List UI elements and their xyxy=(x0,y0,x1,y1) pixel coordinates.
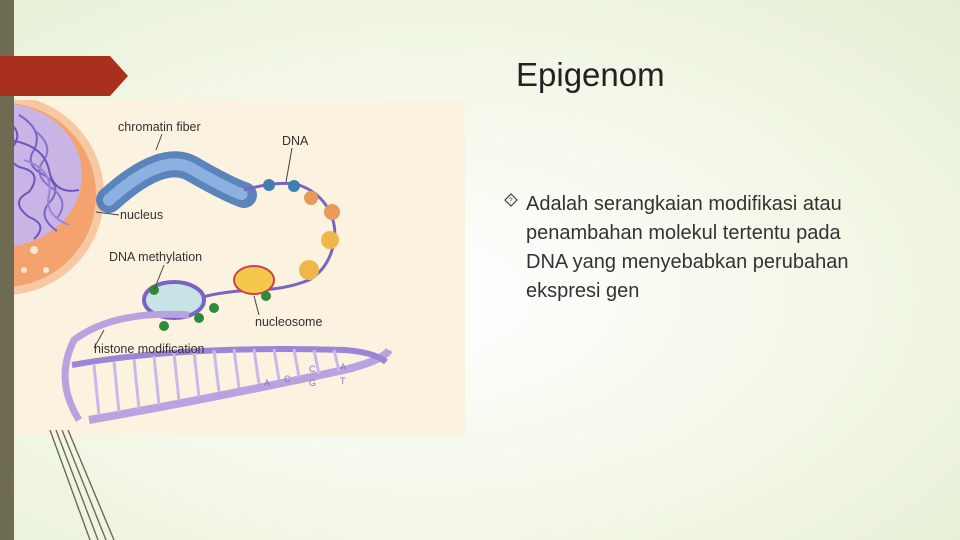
base-letter: C xyxy=(309,364,316,374)
bullet-item: ? Adalah serangkaian modifikasi atau pen… xyxy=(504,190,864,306)
nucleosome-beads xyxy=(142,179,340,331)
title-arrow-shape xyxy=(0,56,128,96)
base-letter: A xyxy=(340,362,346,372)
label-nucleus: nucleus xyxy=(120,208,163,222)
base-letter: A xyxy=(264,378,270,388)
base-letter: T xyxy=(340,376,346,386)
base-letter: G xyxy=(309,378,316,388)
left-accent-bar xyxy=(0,0,14,540)
diamond-bullet-icon: ? xyxy=(504,193,526,306)
dna-helix-shape xyxy=(61,310,393,424)
decorative-lines xyxy=(49,430,115,540)
bullet-text: Adalah serangkaian modifikasi atau penam… xyxy=(526,193,849,302)
svg-text:?: ? xyxy=(509,198,513,205)
label-dna: DNA xyxy=(282,134,309,148)
nucleus-shape xyxy=(14,100,104,295)
label-chromatin-fiber: chromatin fiber xyxy=(118,120,201,134)
slide-title: Epigenom xyxy=(516,56,665,93)
base-letter: C xyxy=(284,374,291,384)
label-nucleosome: nucleosome xyxy=(255,315,322,329)
epigenome-diagram: A T C G C A chromatin fiber DNA nucleus … xyxy=(14,100,465,436)
label-dna-methylation: DNA methylation xyxy=(109,250,202,264)
chromatin-fiber-shape xyxy=(96,151,257,213)
label-histone-modification: histone modification xyxy=(94,342,205,356)
